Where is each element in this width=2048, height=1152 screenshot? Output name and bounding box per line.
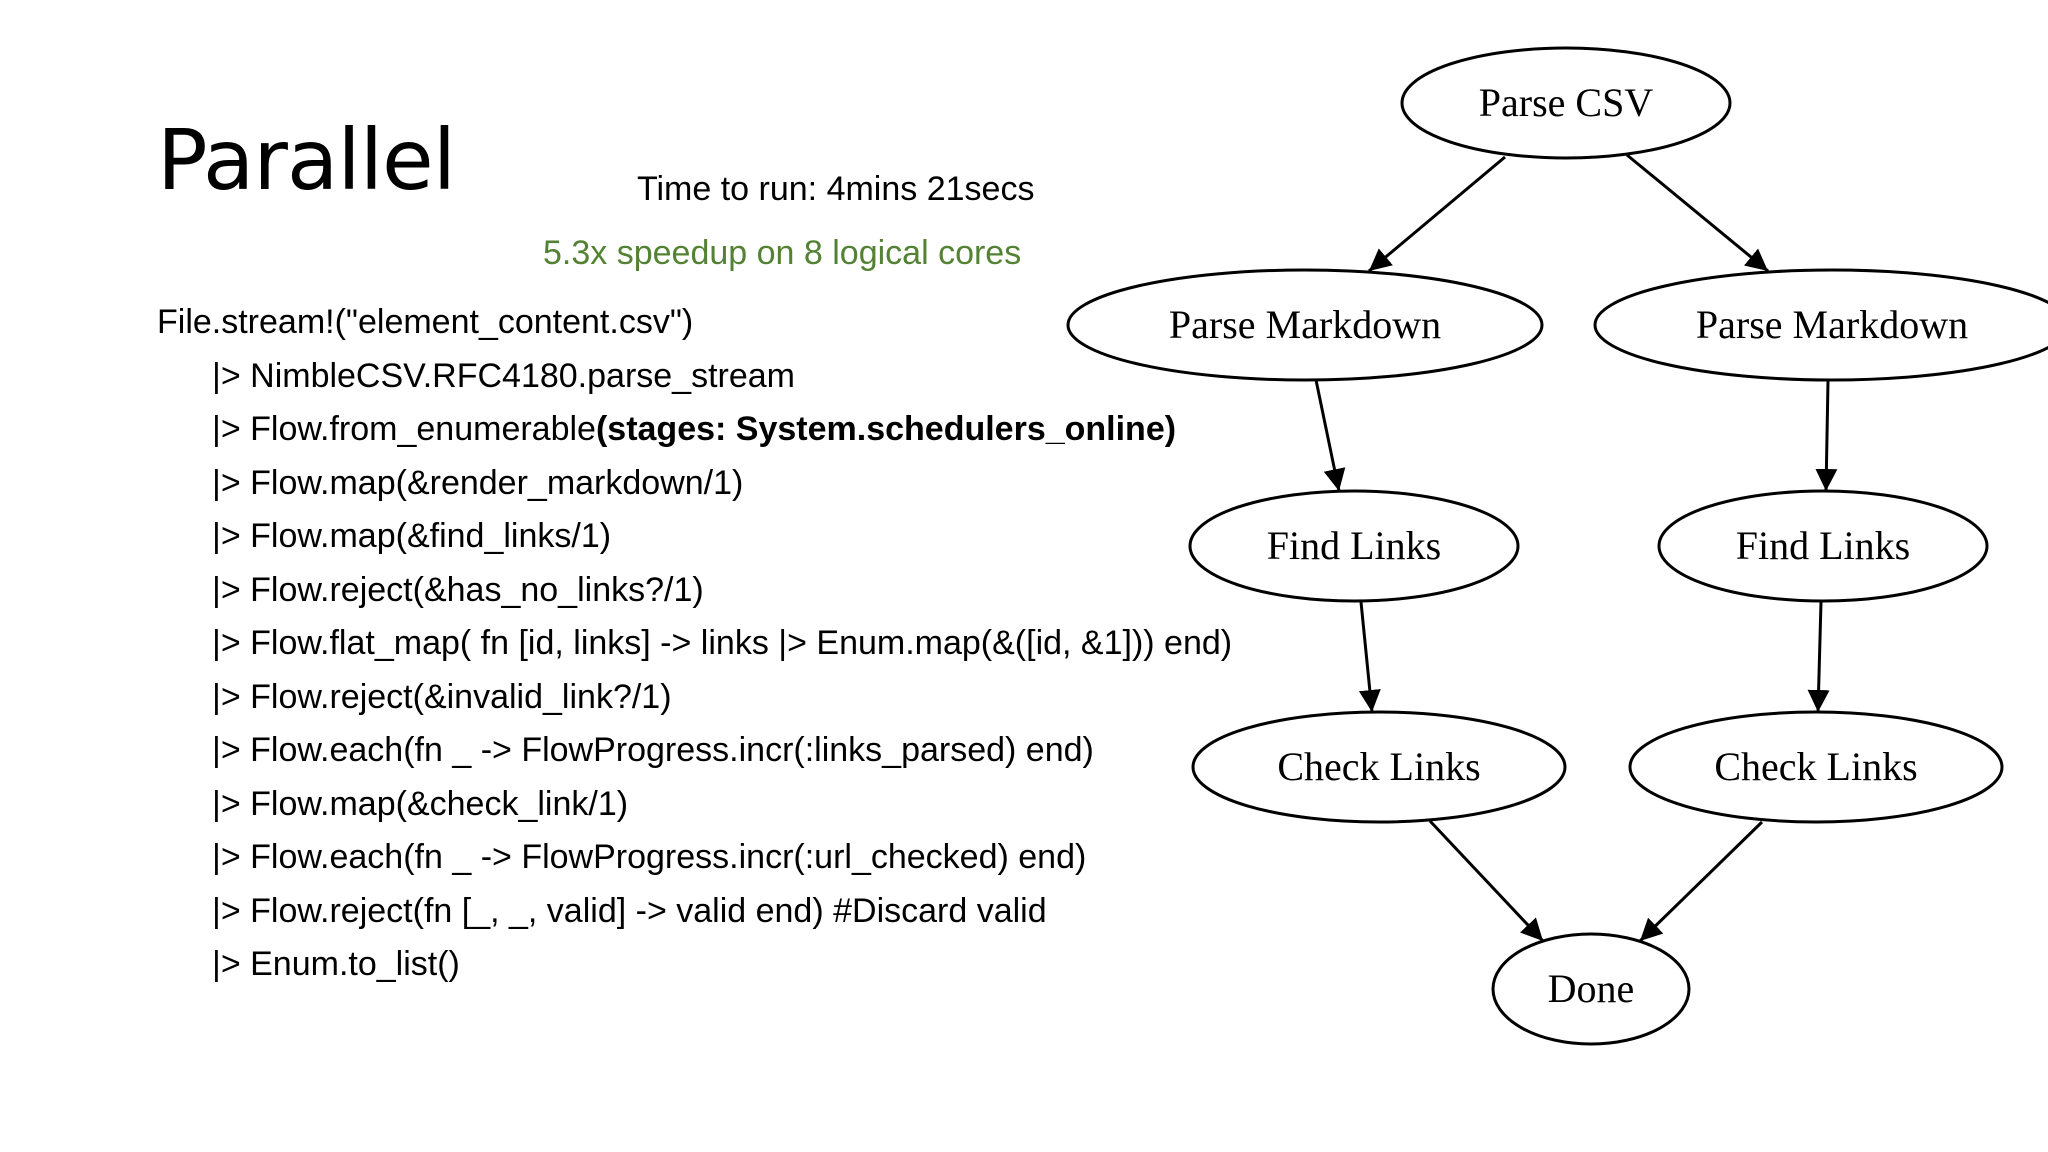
code-text: |> Flow.reject(&invalid_link?/1) [212, 677, 672, 716]
edge-parse-markdown-left-to-find-links-left [1314, 379, 1346, 492]
code-text: |> Flow.from_enumerable [212, 410, 596, 448]
node-label: Parse CSV [1479, 80, 1654, 125]
node-parse-markdown-right: Parse Markdown [1593, 268, 2048, 382]
edge-parse-csv-to-parse-markdown-left [1368, 155, 1506, 273]
edge-find-links-right-to-check-links-right [1807, 601, 1830, 713]
code-text: |> Flow.map(&check_link/1) [212, 784, 629, 823]
node-label: Check Links [1714, 744, 1917, 789]
edge-check-links-left-to-done [1428, 819, 1545, 943]
code-bold-text: (stages: System.schedulers_online) [595, 410, 1177, 448]
node-label: Find Links [1267, 523, 1441, 568]
node-parse-csv: Parse CSV [1400, 46, 1732, 160]
code-line: |> Enum.to_list() [212, 947, 460, 981]
edge-check-links-right-to-done [1638, 820, 1764, 943]
code-line: |> Flow.each(fn _ -> FlowProgress.incr(:… [212, 840, 1086, 874]
code-text: |> Flow.reject(&has_no_links?/1) [212, 570, 704, 609]
code-line: |> Flow.map(&render_markdown/1) [212, 466, 743, 500]
node-find-links-right: Find Links [1657, 489, 1989, 603]
edge-parse-csv-to-parse-markdown-right [1626, 153, 1769, 273]
node-done: Done [1491, 932, 1691, 1046]
edge-find-links-left-to-check-links-left [1358, 601, 1381, 713]
code-line: |> Flow.map(&check_link/1) [212, 787, 628, 821]
node-check-links-left: Check Links [1191, 710, 1567, 824]
code-text: |> NimbleCSV.RFC4180.parse_stream [212, 356, 795, 395]
code-line: |> Flow.reject(&invalid_link?/1) [212, 680, 672, 714]
node-label: Parse Markdown [1696, 302, 1968, 347]
edge-parse-markdown-right-to-find-links-right [1815, 380, 1838, 492]
code-text: |> Flow.map(&render_markdown/1) [212, 463, 744, 502]
code-text: |> Flow.flat_map( fn [id, links] -> link… [212, 624, 1233, 662]
code-text: |> Flow.each(fn _ -> FlowProgress.incr(:… [212, 731, 1094, 769]
node-label: Parse Markdown [1169, 302, 1441, 347]
node-check-links-right: Check Links [1628, 710, 2004, 824]
code-line: |> NimbleCSV.RFC4180.parse_stream [212, 359, 795, 393]
code-line: |> Flow.each(fn _ -> FlowProgress.incr(:… [212, 733, 1094, 767]
code-text: |> Flow.each(fn _ -> FlowProgress.incr(:… [212, 838, 1087, 876]
code-line: File.stream!("element_content.csv") [157, 305, 693, 339]
slide-title: Parallel [157, 111, 456, 209]
code-line: |> Flow.from_enumerable(stages: System.s… [212, 412, 1176, 446]
node-parse-markdown-left: Parse Markdown [1066, 268, 1544, 382]
code-text: |> Enum.to_list() [212, 945, 460, 983]
code-line: |> Flow.reject(&has_no_links?/1) [212, 573, 704, 607]
code-text: |> Flow.reject(fn [_, _, valid] -> valid… [212, 891, 1047, 930]
node-label: Done [1548, 966, 1635, 1011]
speedup-text: 5.3x speedup on 8 logical cores [543, 234, 1022, 272]
node-label: Find Links [1736, 523, 1910, 568]
code-line: |> Flow.reject(fn [_, _, valid] -> valid… [212, 894, 1047, 928]
node-find-links-left: Find Links [1188, 489, 1520, 603]
code-line: |> Flow.flat_map( fn [id, links] -> link… [212, 626, 1232, 660]
time-to-run-text: Time to run: 4mins 21secs [637, 170, 1035, 208]
code-line: |> Flow.map(&find_links/1) [212, 519, 611, 553]
node-label: Check Links [1277, 744, 1480, 789]
code-text: |> Flow.map(&find_links/1) [212, 517, 612, 555]
code-text: File.stream!("element_content.csv") [157, 303, 694, 341]
